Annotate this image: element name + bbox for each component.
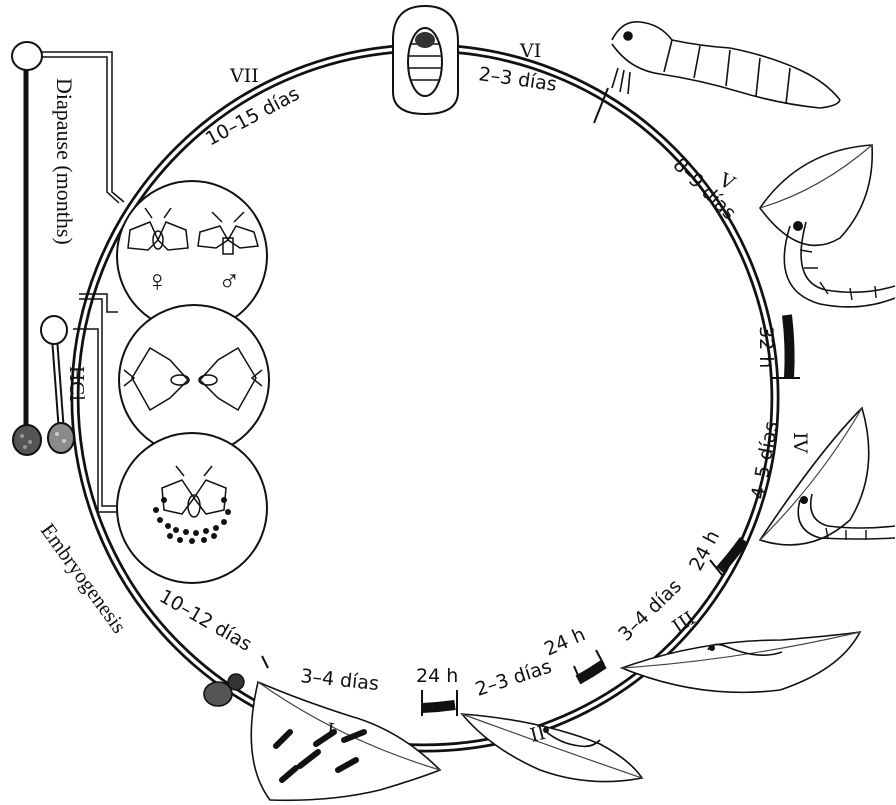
- stage-vii-label: VII: [229, 65, 259, 87]
- leaf-with-larva-iii: [622, 632, 860, 692]
- stage-iv-duration: 4–5 días: [747, 420, 782, 501]
- hatching-egg-icon: [204, 682, 232, 706]
- larva-stage-v-illustration: [612, 22, 840, 108]
- leaf-with-larva-upper: [760, 145, 895, 307]
- female-symbol: ♀: [146, 265, 169, 298]
- embryogenesis-label: Embryogenesis: [36, 519, 132, 638]
- male-symbol: ♂: [218, 265, 241, 298]
- stage-ii-duration: 2–3 días: [473, 656, 555, 701]
- diapause-timeline-bar: [12, 42, 42, 455]
- stage-vi-label: VI: [519, 40, 541, 62]
- egg-period-duration: 10–12 días: [156, 585, 256, 655]
- hcl-label: HCl: [65, 366, 89, 401]
- stage-i-duration: 3–4 días: [299, 665, 379, 695]
- stage-iii-duration: 3–4 días: [614, 575, 686, 645]
- stage-iii-label: III: [668, 607, 699, 638]
- diapause-label: Diapause (months): [52, 78, 77, 245]
- molt-label-3: 24 h: [541, 623, 589, 660]
- pupa-illustration: [393, 6, 458, 114]
- egg-laying-circle: [117, 433, 267, 583]
- stage-iv-label: IV: [789, 432, 811, 454]
- molt-label-1: 32 h: [755, 326, 777, 368]
- molt-label-4: 24 h: [416, 665, 458, 687]
